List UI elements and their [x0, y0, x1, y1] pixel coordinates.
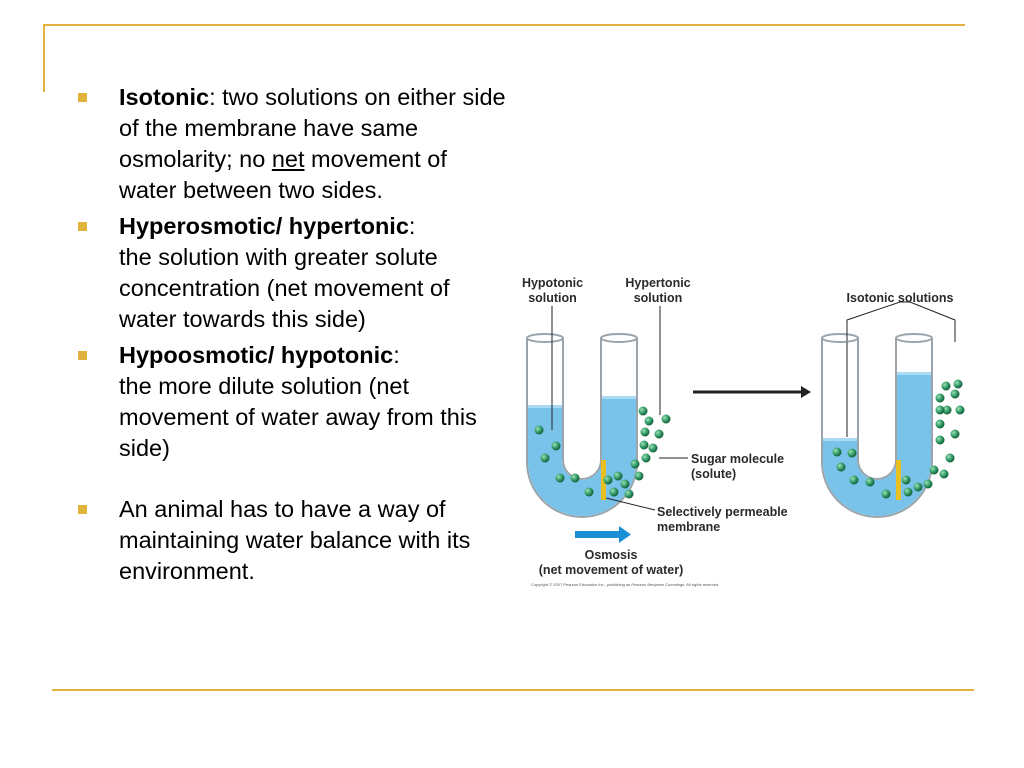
isotonic-label: Isotonic solutions	[846, 291, 954, 305]
copyright-text: Copyright © 2007 Pearson Education Inc.,…	[531, 582, 720, 587]
hypotonic-label: Hypotonic solution	[521, 276, 584, 305]
sugar-molecule-label: Sugar molecule (solute)	[691, 452, 785, 481]
membrane-label: Selectively permeable membrane	[657, 505, 788, 534]
bullet-list: Isotonic: two solutions on either side o…	[78, 82, 508, 592]
bullet-hyperosmotic: Hyperosmotic/ hypertonic: the solution w…	[78, 211, 508, 335]
bottom-rule	[52, 689, 974, 691]
right-u-tube	[821, 333, 965, 518]
membrane-right	[896, 460, 901, 500]
sugar-molecules-left	[534, 406, 671, 499]
bullet-water-balance: An animal has to have a way of maintaini…	[78, 494, 508, 587]
left-rule	[43, 24, 45, 92]
left-u-tube	[526, 333, 671, 518]
bullet-marker	[78, 93, 87, 102]
osmosis-figure	[526, 301, 965, 543]
bullet-isotonic: Isotonic: two solutions on either side o…	[78, 82, 508, 206]
bullet-hypoosmotic: Hypoosmotic/ hypotonic: the more dilute …	[78, 340, 508, 464]
osmosis-label: Osmosis (net movement of water)	[538, 548, 684, 577]
hypertonic-label: Hypertonic solution	[625, 276, 691, 305]
bullet-marker	[78, 351, 87, 360]
bullet-marker	[78, 222, 87, 231]
bullet-marker	[78, 505, 87, 514]
sugar-molecules-right	[832, 379, 965, 499]
top-rule	[43, 24, 965, 26]
